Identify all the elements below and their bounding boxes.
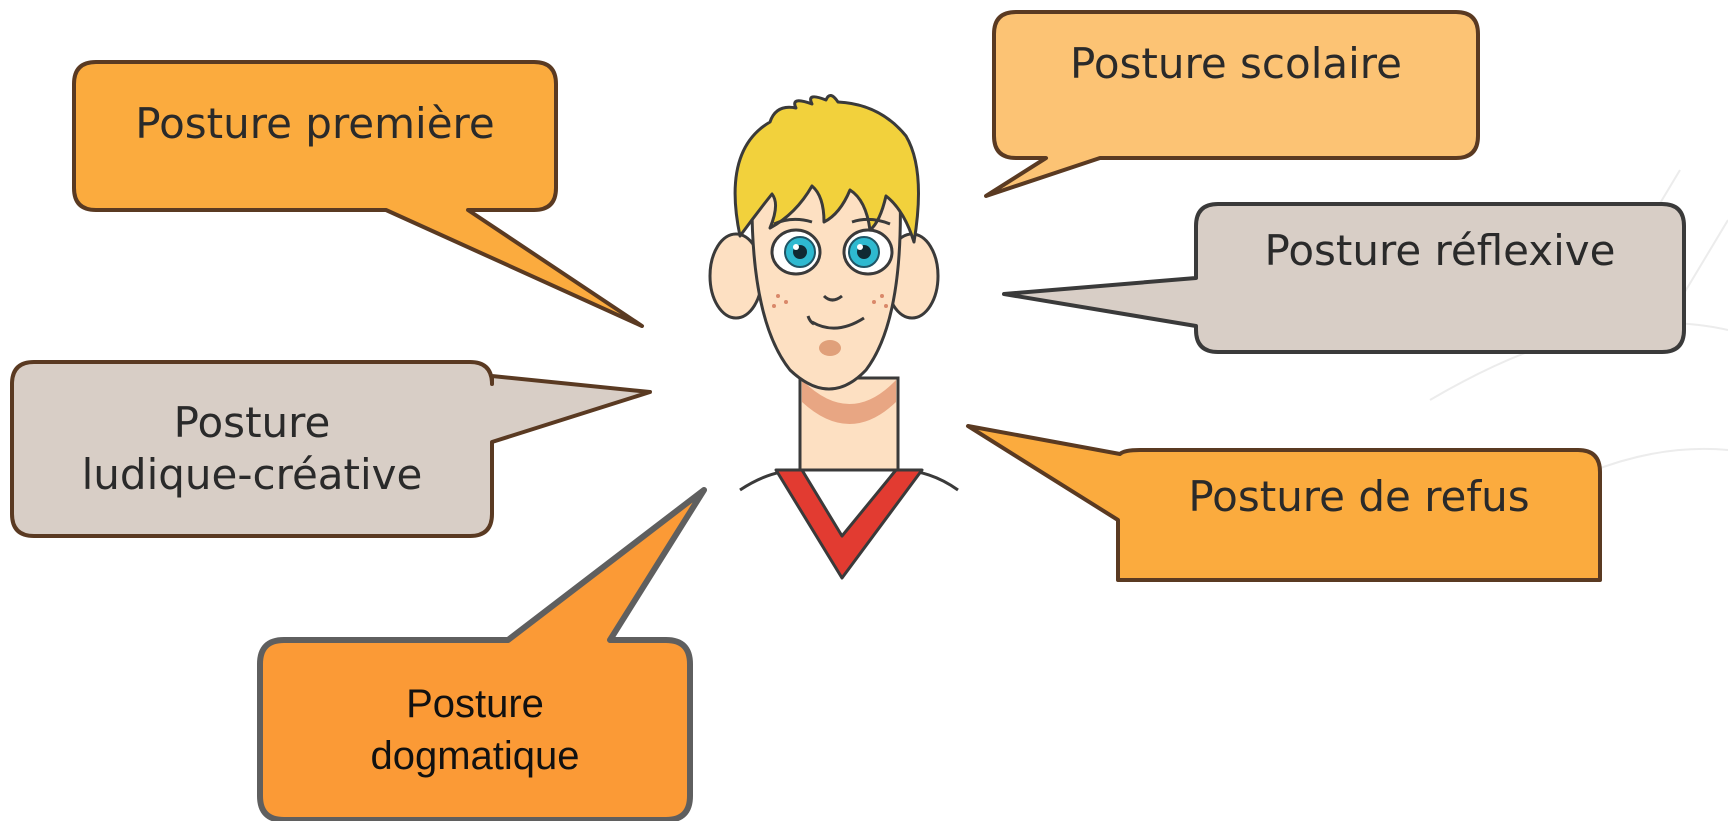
left-eyebrow xyxy=(773,217,813,226)
bubble-dogmatique-label: Posture dogmatique xyxy=(370,682,580,778)
neck-shadow xyxy=(802,380,896,424)
bubble-refus-shape xyxy=(966,424,1602,582)
freckles xyxy=(772,294,888,308)
shoulders xyxy=(739,468,959,492)
bubble-scolaire-label: Posture scolaire xyxy=(1070,38,1402,88)
left-eye-shine xyxy=(793,244,799,250)
right-eyebrow xyxy=(851,217,891,226)
cartoon-boy xyxy=(708,94,959,580)
shirt-collar xyxy=(774,468,924,580)
hair xyxy=(733,94,920,244)
bubble-ludique-shape xyxy=(10,360,652,538)
nose xyxy=(822,294,843,302)
bubble-dogmatique-shape xyxy=(257,487,707,821)
right-eye-shine xyxy=(857,244,863,250)
mouth xyxy=(811,316,865,330)
mouth-corner xyxy=(806,315,815,326)
bubble-premiere-shape xyxy=(72,60,644,328)
bubble-refus-label: Posture de refus xyxy=(1188,471,1530,521)
bubble-ludique-label: Posture ludique-créative xyxy=(81,397,423,500)
chin-mark xyxy=(819,340,841,356)
bubble-reflexive-shape xyxy=(1002,202,1686,354)
bubble-premiere-label: Posture première xyxy=(135,98,495,148)
bubble-scolaire-shape xyxy=(984,10,1480,198)
bubble-reflexive-label: Posture réflexive xyxy=(1264,225,1616,275)
